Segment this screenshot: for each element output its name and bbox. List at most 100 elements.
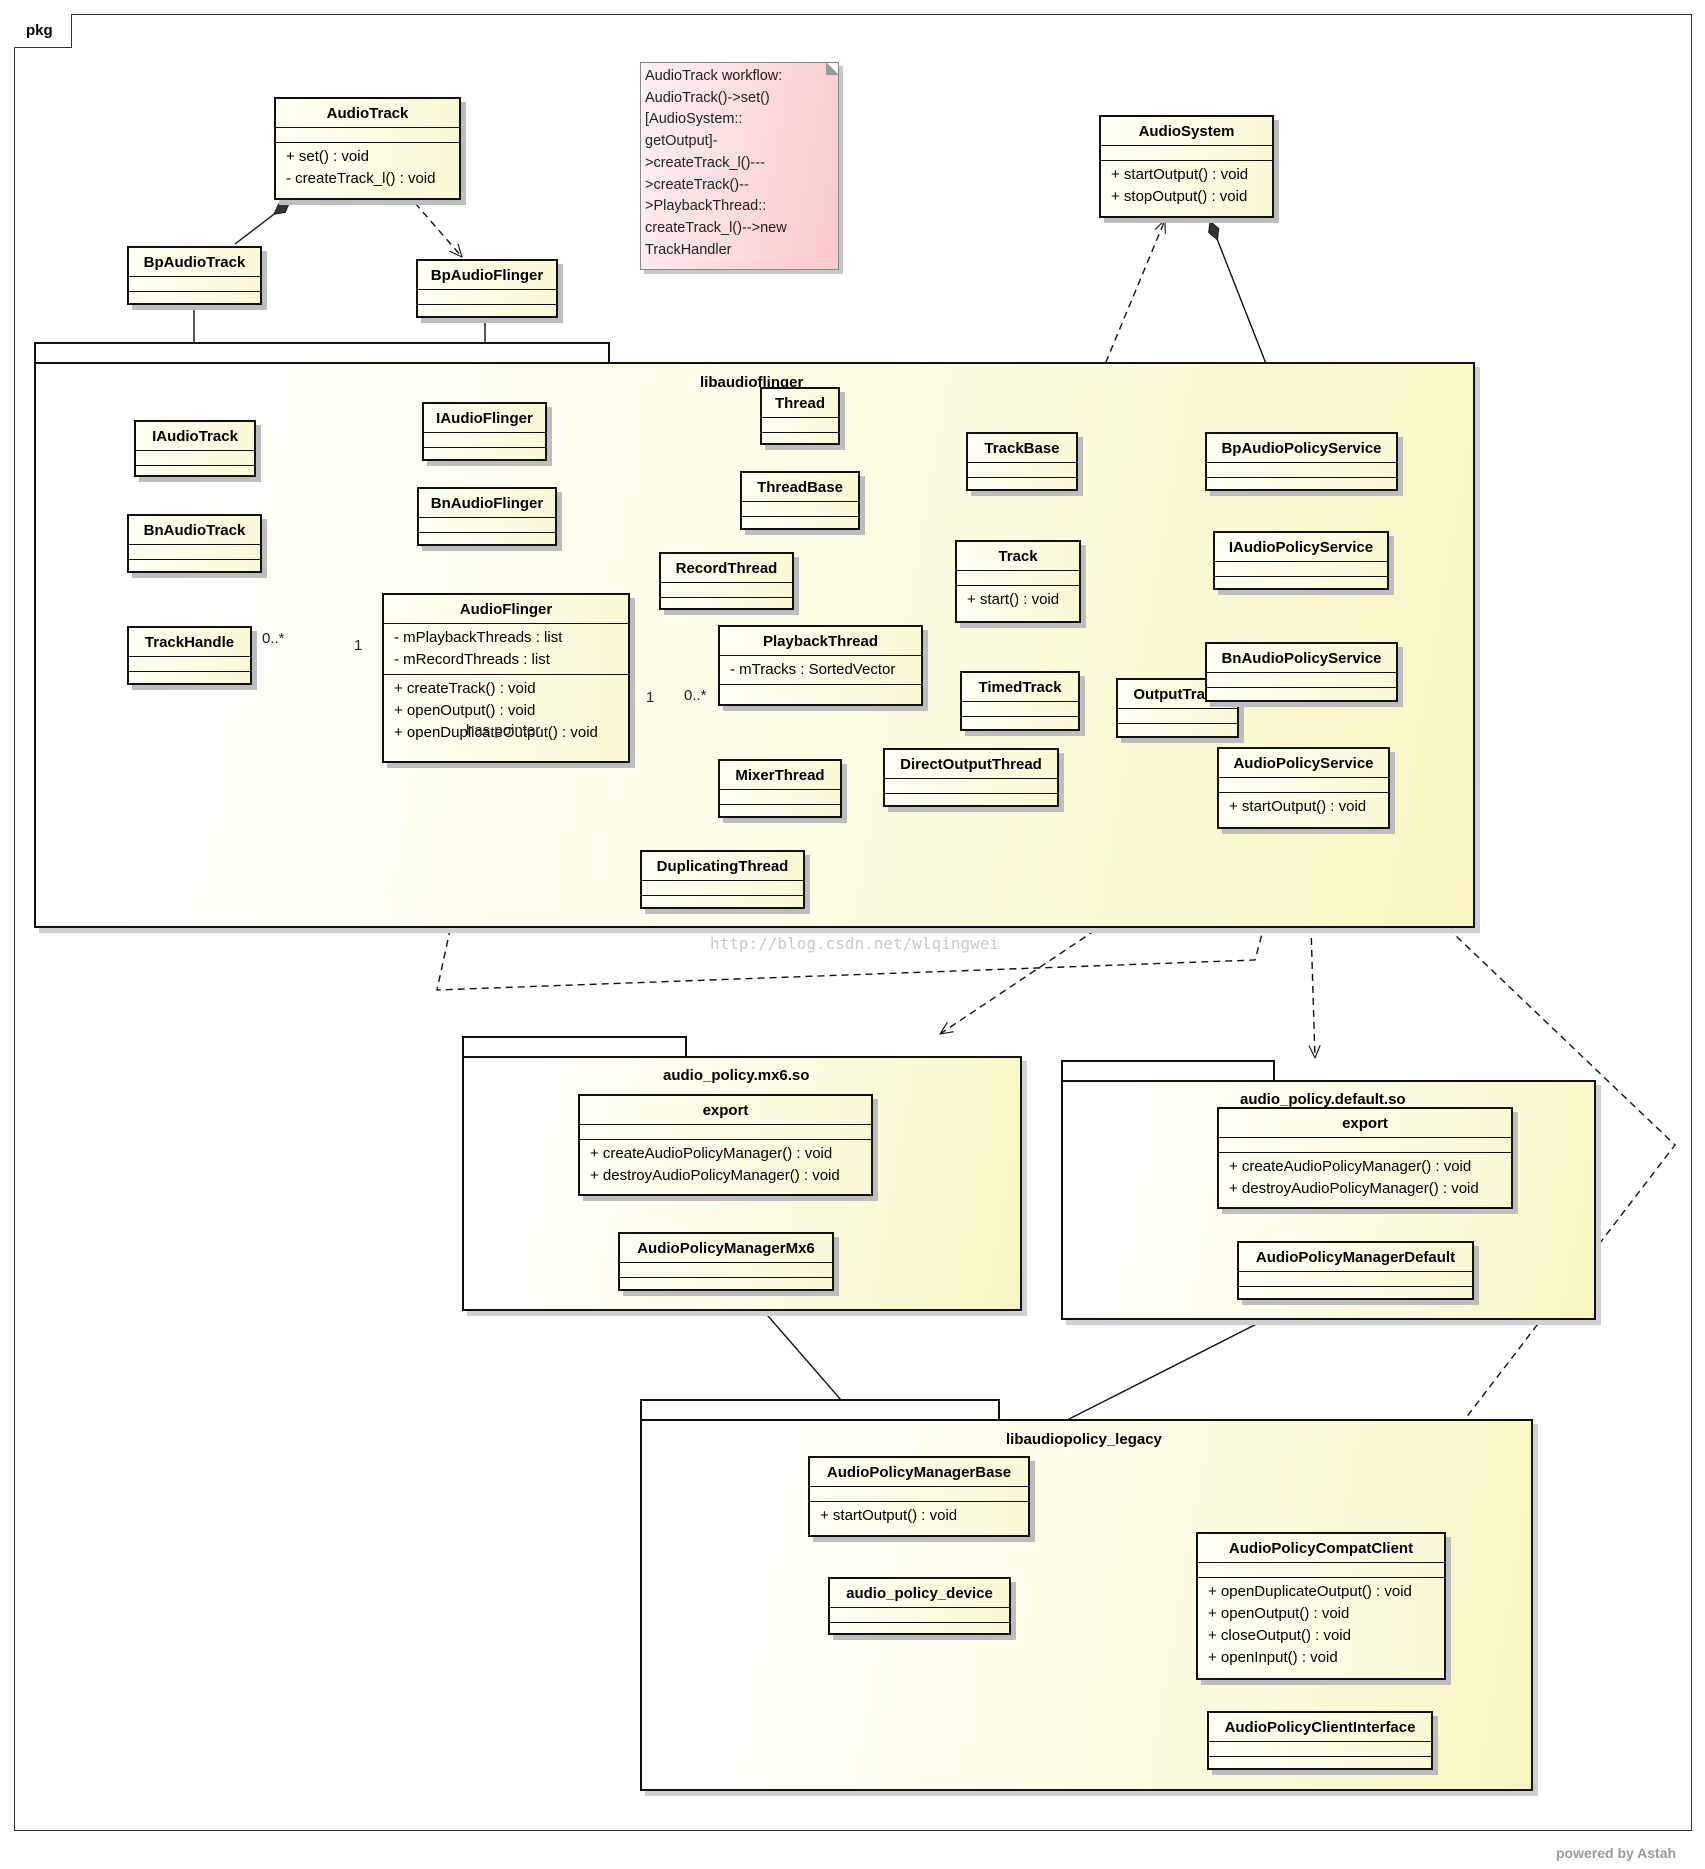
class-attributes	[1198, 1563, 1444, 1578]
class-iaudiotrack[interactable]: IAudioTrack	[134, 420, 256, 477]
note-line: getOutput]-	[645, 133, 718, 150]
package-label-default: audio_policy.default.so	[1240, 1091, 1406, 1108]
class-name: BnAudioPolicyService	[1207, 644, 1396, 673]
class-name: Thread	[762, 389, 838, 418]
class-bnaudiopolicyservice[interactable]: BnAudioPolicyService	[1205, 642, 1398, 702]
operation: + set() : void	[286, 148, 369, 165]
operation: + start() : void	[967, 591, 1060, 608]
class-timedtrack[interactable]: TimedTrack	[960, 671, 1080, 731]
class-name: AudioSystem	[1101, 117, 1272, 146]
class-operations	[642, 896, 803, 910]
class-bnaudiotrack[interactable]: BnAudioTrack	[127, 514, 262, 573]
class-attributes	[424, 433, 545, 448]
diagram-frame	[14, 14, 1692, 1831]
class-bpaudioflinger[interactable]: BpAudioFlinger	[416, 259, 558, 318]
edge-audiotrack-bpaudiotrack[interactable]	[234, 201, 290, 245]
class-name: IAudioTrack	[136, 422, 254, 451]
class-duplicatingthread[interactable]: DuplicatingThread	[640, 850, 805, 909]
class-operations	[962, 717, 1078, 731]
class-name: TrackBase	[968, 434, 1076, 463]
class-thread[interactable]: Thread	[760, 387, 840, 445]
class-audiotrack[interactable]: AudioTrack + set() : void - createTrack_…	[274, 97, 461, 200]
class-audiopolicyclientinterface[interactable]: AudioPolicyClientInterface	[1207, 1711, 1433, 1770]
class-operations	[129, 672, 250, 686]
class-name: AudioPolicyManagerMx6	[620, 1234, 832, 1263]
class-operations	[1239, 1287, 1472, 1301]
class-operations: + createTrack() : void + openOutput() : …	[384, 675, 628, 747]
note-line: TrackHandler	[645, 241, 732, 258]
class-name: Track	[957, 542, 1079, 571]
package-tab-default	[1061, 1060, 1275, 1082]
class-operations	[620, 1278, 832, 1292]
class-bnaudioflinger[interactable]: BnAudioFlinger	[417, 487, 557, 546]
class-iaudiopolicyservice[interactable]: IAudioPolicyService	[1213, 531, 1389, 590]
class-audiopolicycompatclient[interactable]: AudioPolicyCompatClient + openDuplicateO…	[1196, 1532, 1446, 1680]
class-threadbase[interactable]: ThreadBase	[740, 471, 860, 530]
class-trackbase[interactable]: TrackBase	[966, 432, 1078, 491]
class-attributes	[810, 1487, 1028, 1502]
class-playbackthread[interactable]: PlaybackThread - mTracks : SortedVector	[718, 625, 923, 706]
class-name: export	[580, 1096, 871, 1125]
note-line: AudioTrack()->set()	[645, 89, 770, 106]
operation: + createTrack() : void	[394, 680, 536, 697]
class-export-mx6[interactable]: export + createAudioPolicyManager() : vo…	[578, 1094, 873, 1196]
class-operations	[1207, 478, 1396, 492]
multiplicity-audioflinger: 1	[354, 637, 363, 654]
class-attributes	[1209, 1742, 1431, 1757]
operation: + openDuplicateOutput() : void	[394, 724, 598, 741]
class-trackhandle[interactable]: TrackHandle	[127, 626, 252, 685]
operation: + openOutput() : void	[1208, 1605, 1350, 1622]
package-tab-libaudioflinger	[34, 342, 610, 364]
class-name: DuplicatingThread	[642, 852, 803, 881]
watermark-text: http://blog.csdn.net/wlqingwei	[710, 934, 999, 953]
class-attributes	[762, 418, 838, 433]
class-attributes	[968, 463, 1076, 478]
class-attributes	[1215, 562, 1387, 577]
powered-by-footer: powered by Astah	[1556, 1845, 1677, 1861]
class-attributes	[129, 545, 260, 560]
multiplicity-playback-one: 1	[646, 689, 655, 706]
class-attributes	[830, 1608, 1009, 1623]
class-recordthread[interactable]: RecordThread	[659, 552, 794, 610]
class-audio-policy-device[interactable]: audio_policy_device	[828, 1577, 1011, 1635]
package-label-mx6: audio_policy.mx6.so	[663, 1067, 810, 1084]
class-bpaudiopolicyservice[interactable]: BpAudioPolicyService	[1205, 432, 1398, 491]
class-audiopolicyservice[interactable]: AudioPolicyService + startOutput() : voi…	[1217, 747, 1390, 829]
class-audioflinger[interactable]: AudioFlinger - mPlaybackThreads : list -…	[382, 593, 630, 763]
class-mixerthread[interactable]: MixerThread	[718, 759, 842, 818]
class-operations	[129, 560, 260, 574]
class-directoutputthread[interactable]: DirectOutputThread	[883, 748, 1059, 807]
class-operations	[1207, 688, 1396, 702]
multiplicity-playback-many: 0..*	[684, 687, 707, 704]
multiplicity-trackhandle: 0..*	[262, 630, 285, 647]
note-corner	[826, 63, 838, 75]
operation: + startOutput() : void	[1111, 166, 1249, 183]
class-outputtrack[interactable]: OutputTrack	[1116, 678, 1239, 738]
workflow-note[interactable]: AudioTrack workflow: AudioTrack()->set()…	[640, 62, 839, 270]
class-attributes	[962, 702, 1078, 717]
class-operations: + createAudioPolicyManager() : void + de…	[580, 1140, 871, 1190]
edge-compatclient-policyservice[interactable]	[1345, 830, 1676, 1531]
note-line: createTrack_l()-->new	[645, 219, 787, 236]
class-attributes	[742, 502, 858, 517]
class-attributes	[1219, 1138, 1511, 1153]
class-audiosystem[interactable]: AudioSystem + startOutput() : void + sto…	[1099, 115, 1274, 218]
class-attributes	[1207, 673, 1396, 688]
operation: + destroyAudioPolicyManager() : void	[590, 1167, 840, 1184]
note-line: >createTrack_l()---	[645, 154, 765, 171]
class-attributes	[1101, 146, 1272, 161]
class-track[interactable]: Track + start() : void	[955, 540, 1081, 623]
class-bpaudiotrack[interactable]: BpAudioTrack	[127, 246, 262, 305]
class-name: AudioPolicyManagerBase	[810, 1458, 1028, 1487]
class-audiopolicymanagerbase[interactable]: AudioPolicyManagerBase + startOutput() :…	[808, 1456, 1030, 1537]
class-iaudioflinger[interactable]: IAudioFlinger	[422, 402, 547, 461]
class-name: RecordThread	[661, 554, 792, 583]
attribute: - mTracks : SortedVector	[730, 661, 896, 678]
class-name: AudioTrack	[276, 99, 459, 128]
class-export-default[interactable]: export + createAudioPolicyManager() : vo…	[1217, 1107, 1513, 1209]
frame-tab: pkg	[14, 14, 72, 48]
class-audiopolicymanagermx6[interactable]: AudioPolicyManagerMx6	[618, 1232, 834, 1291]
class-audiopolicymanagerdefault[interactable]: AudioPolicyManagerDefault	[1237, 1241, 1474, 1300]
class-attributes: - mTracks : SortedVector	[720, 656, 921, 685]
class-attributes	[129, 657, 250, 672]
